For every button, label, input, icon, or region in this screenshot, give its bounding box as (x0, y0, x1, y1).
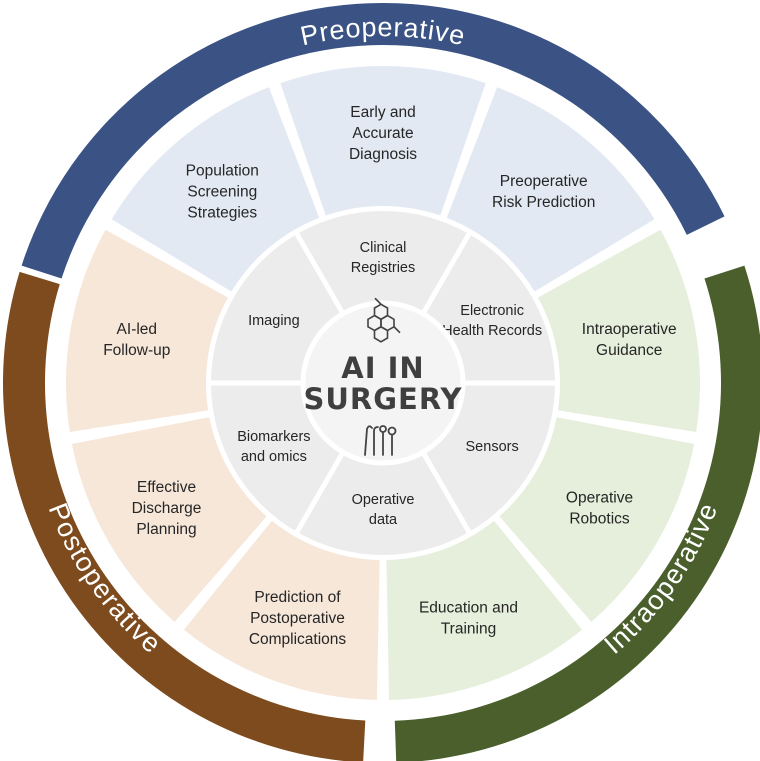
postoperative-complications-line-3: Complications (249, 631, 347, 648)
intraoperative-guidance-line-1: Intraoperative (582, 321, 677, 338)
operative-robotics-wedge (499, 417, 695, 622)
intraoperative-guidance-line-2: Guidance (596, 342, 662, 359)
intraoperative-arc (394, 265, 760, 761)
preoperative-label: Preoperative (298, 12, 469, 51)
postoperative-complications-line-2: Postoperative (250, 610, 345, 627)
instrument-tip (387, 426, 397, 436)
risk-prediction-wedge (446, 87, 655, 292)
discharge-planning-wedge (71, 417, 267, 622)
discharge-planning-line-1: Effective (137, 479, 196, 496)
surgical-instruments-icon (364, 425, 397, 456)
early-diagnosis-line-3: Diagnosis (349, 146, 417, 163)
data-source-divider (293, 445, 349, 535)
electronic-health-records-line-2: Health Records (442, 323, 542, 339)
postoperative-arc (3, 271, 366, 761)
instrument-stroke (373, 426, 379, 456)
data-source-divider (417, 445, 473, 535)
ai-follow-up-line-2: Follow-up (103, 342, 170, 359)
early-diagnosis-line-2: Accurate (352, 125, 413, 142)
discharge-planning-line-3: Planning (136, 521, 196, 538)
operative-data-wedge (297, 447, 469, 555)
clinical-registries-line-1: Clinical (360, 240, 407, 256)
operative-data-line-1: Operative (352, 492, 415, 508)
application-divider (68, 409, 212, 442)
postoperative-complications-line-1: Prediction of (254, 589, 341, 606)
clinical-registries-line-2: Registries (351, 260, 415, 276)
biomarkers-omics-line-1: Biomarkers (237, 429, 310, 445)
early-diagnosis-line-1: Early and (350, 104, 415, 121)
application-divider (270, 82, 327, 220)
clinical-registries-wedge (297, 210, 469, 319)
application-divider (439, 82, 496, 220)
application-divider (104, 220, 234, 299)
molecule-icon (367, 297, 401, 343)
center-title-line-2: SURGERY (303, 382, 462, 416)
application-divider (532, 220, 662, 299)
risk-prediction-line-1: Preoperative (500, 173, 588, 190)
biomarkers-omics-line-2: and omics (241, 449, 307, 465)
imaging-line-1: Imaging (248, 313, 300, 329)
discharge-planning-line-2: Discharge (132, 500, 202, 517)
postoperative-complications-wedge (183, 520, 380, 700)
data-source-divider (293, 231, 349, 321)
molecule-ring (373, 325, 389, 343)
operative-robotics-line-2: Robotics (569, 511, 630, 528)
center-circle (300, 300, 466, 466)
operative-data-segment: Operative data (297, 447, 469, 555)
education-training-line-1: Education and (419, 599, 518, 616)
center-title-line-1: AI IN (341, 351, 424, 385)
ai-follow-up-wedge (65, 229, 229, 433)
application-divider (175, 514, 274, 630)
data-source-divider (417, 231, 473, 321)
population-screening-wedge (111, 87, 320, 292)
molecule-bond (374, 297, 382, 305)
population-screening-line-1: Population (186, 162, 259, 179)
early-diagnosis-wedge (280, 66, 486, 216)
molecule-bond (393, 326, 401, 334)
instrument-tip (379, 425, 387, 433)
sensors-line-1: Sensors (466, 439, 519, 455)
application-divider (492, 514, 591, 630)
risk-prediction-line-2: Risk Prediction (492, 194, 595, 211)
ai-follow-up-line-1: AI-led (117, 321, 158, 338)
electronic-health-records-line-1: Electronic (460, 303, 524, 319)
instrument-stroke (364, 425, 373, 456)
education-training-line-2: Training (441, 620, 496, 637)
education-training-wedge (386, 520, 583, 700)
population-screening-line-3: Strategies (187, 204, 257, 221)
preoperative-arc (21, 3, 725, 279)
population-screening-line-2: Screening (187, 183, 257, 200)
intraoperative-guidance-wedge (537, 229, 700, 433)
operative-data-line-2: data (369, 512, 398, 528)
application-divider (554, 409, 698, 442)
center-hub: AI IN SURGERY (300, 297, 466, 466)
operative-robotics-line-1: Operative (566, 490, 633, 507)
